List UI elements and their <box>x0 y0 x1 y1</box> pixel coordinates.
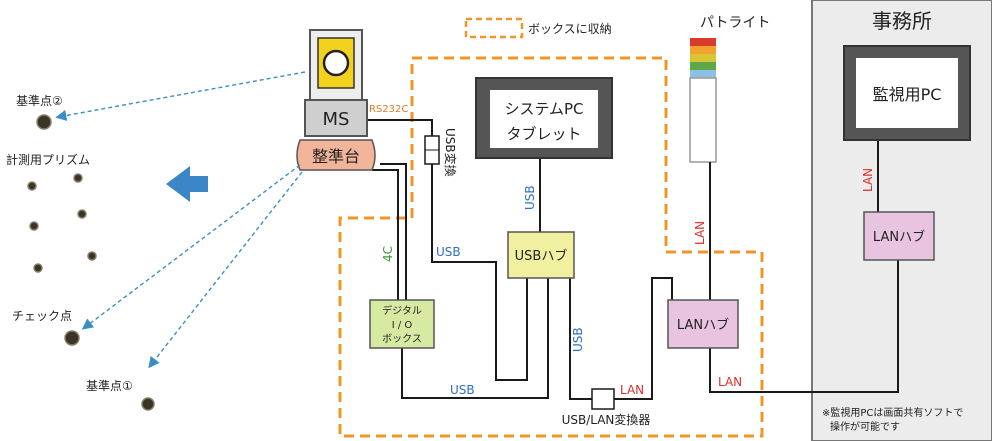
legend-swatch <box>464 17 524 39</box>
wire-label-usb-a: USB <box>436 245 461 259</box>
system-pc-line1: システムPC <box>504 100 583 118</box>
digital-io-line2: I / O <box>392 320 413 331</box>
prism-marker <box>29 221 39 231</box>
prism-marker <box>33 263 43 273</box>
ref-point-2-marker <box>36 114 52 130</box>
prism-label: 計測用プリズム <box>6 152 90 167</box>
lan-hub-office-box <box>863 211 935 261</box>
ref-point-1-marker <box>141 397 155 411</box>
prism-marker <box>87 251 97 261</box>
prism-marker <box>27 181 37 191</box>
office-note-line2: 操作が可能です <box>830 420 900 433</box>
ref-point-1-label: 基準点① <box>86 378 133 393</box>
check-point-marker <box>64 330 80 346</box>
wire-label-lan-d: LAN <box>861 168 875 192</box>
office-title: 事務所 <box>872 9 932 33</box>
total-station-icon <box>304 29 368 137</box>
usb-conversion-label: USB変換 <box>443 128 458 177</box>
usb-hub-box <box>507 231 575 279</box>
lan-hub-main-label: LANハブ <box>677 317 729 333</box>
direction-arrow-icon <box>166 166 208 202</box>
prism-markers <box>27 114 155 411</box>
usb-conversion-connector <box>424 135 440 165</box>
prism-marker <box>77 209 87 219</box>
wire-label-usb-d: USB <box>450 383 475 397</box>
wire-label-usb-c: USB <box>571 327 585 352</box>
ms-label: MS <box>323 109 350 130</box>
patlite-label: パトライト <box>700 15 770 31</box>
prism-marker <box>73 173 83 183</box>
check-point-label: チェック点 <box>12 309 72 323</box>
wires <box>366 119 899 400</box>
storage-box-boundary <box>338 56 764 438</box>
leveling-base <box>296 139 376 171</box>
wire-label-lan-a: LAN <box>620 383 644 397</box>
monitor-pc-label: 監視用PC <box>873 85 942 104</box>
patlite-icon <box>689 38 717 163</box>
wire-label-4c: 4C <box>381 246 395 262</box>
usb-hub-label: USBハブ <box>515 248 568 264</box>
office-note-line1: ※監視用PCは画面共有ソフトで <box>822 406 963 419</box>
lan-hub-office-label: LANハブ <box>873 229 925 245</box>
wire-label-lan-b: LAN <box>693 221 707 245</box>
digital-io-box <box>369 299 435 349</box>
usb-lan-converter-label: USB/LAN変換器 <box>562 412 651 427</box>
system-pc-screen <box>490 90 598 148</box>
digital-io-line3: ボックス <box>382 333 422 345</box>
monitor-pc-screen <box>856 58 958 128</box>
ref-point-2-label: 基準点② <box>16 93 63 108</box>
lan-hub-main-box <box>667 299 739 349</box>
wire-label-usb-b: USB <box>523 185 537 210</box>
digital-io-line1: デジタル <box>382 304 422 317</box>
wire-label-lan-c: LAN <box>718 375 742 389</box>
sight-lines <box>55 71 306 369</box>
leveling-label: 整準台 <box>312 147 360 166</box>
legend-label: ボックスに収納 <box>528 22 612 36</box>
wire-label-rs232c: RS232C <box>369 104 408 115</box>
system-pc-line2: タブレット <box>506 125 581 143</box>
usb-lan-converter-box <box>591 388 615 410</box>
